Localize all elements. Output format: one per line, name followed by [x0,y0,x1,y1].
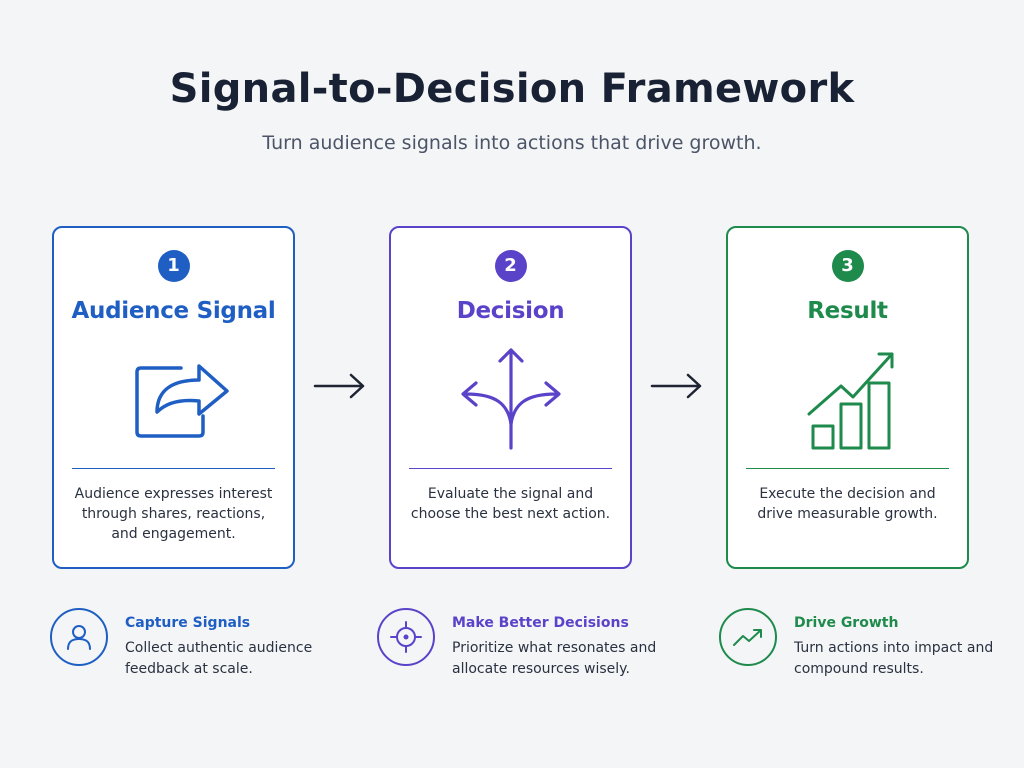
step-number-badge: 1 [157,250,190,282]
page-title: Signal-to-Decision Framework [169,66,855,112]
page-subtitle: Turn audience signals into actions that … [262,132,762,154]
step-title: Result [807,298,888,324]
card-divider [746,468,949,469]
feature-capture-signals: Capture Signals Collect authentic audien… [49,607,339,687]
user-icon [50,608,108,666]
branching-arrows-icon [460,348,561,450]
arrow-right-icon [313,373,365,399]
step-description: Execute the decision and drive measurabl… [757,486,938,522]
card-divider [409,468,612,469]
trend-up-icon [719,608,777,666]
step-number-badge: 3 [831,250,864,282]
step-card-decision: 2 Decision Evaluate the signal and choos… [389,226,632,569]
step-description: Evaluate the signal and choose the best … [410,486,611,522]
feature-make-better-decisions: Make Better Decisions Prioritize what re… [376,607,666,687]
target-icon [377,608,435,666]
arrow-right-icon [650,373,702,399]
feature-title: Make Better Decisions [452,615,629,631]
feature-drive-growth: Drive Growth Turn actions into impact an… [718,607,1008,687]
step-card-result: 3 Result Execute the decision and drive … [726,226,969,569]
feature-description: Turn actions into impact and compound re… [794,640,994,677]
feature-description: Prioritize what resonates and allocate r… [452,640,657,677]
step-number-badge: 2 [494,250,527,282]
step-title: Audience Signal [71,298,276,324]
step-description: Audience expresses interest through shar… [74,486,273,542]
step-title: Decision [456,298,565,324]
card-divider [72,468,275,469]
feature-title: Capture Signals [125,615,251,631]
feature-description: Collect authentic audience feedback at s… [125,640,313,677]
feature-title: Drive Growth [794,615,899,631]
step-card-audience-signal: 1 Audience Signal Audience expresses int… [52,226,295,569]
growth-chart-icon [807,352,893,450]
share-icon [134,364,229,438]
